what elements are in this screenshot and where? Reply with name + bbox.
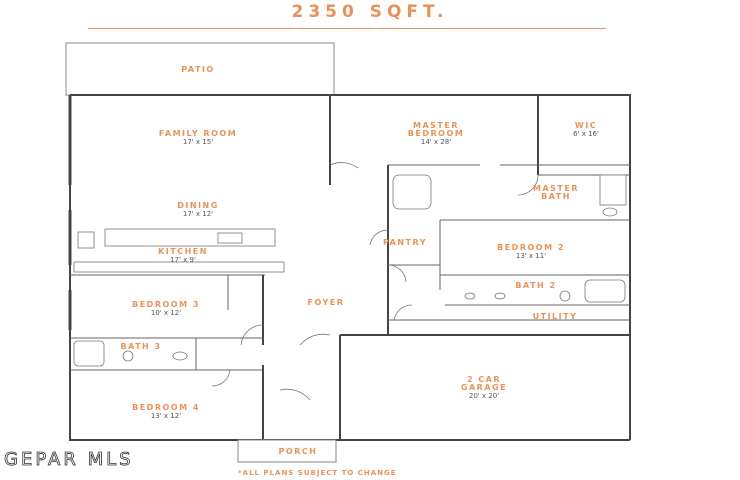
utility-label: UTILITY xyxy=(533,312,578,321)
plan-title: 2350 SQFT. xyxy=(291,2,449,22)
disclaimer-note: *ALL PLANS SUBJECT TO CHANGE xyxy=(238,469,397,477)
garage-label-line2: GARAGE xyxy=(461,383,507,392)
bedroom-4-label: BEDROOM 4 xyxy=(132,403,200,412)
patio-outline xyxy=(65,42,335,96)
dining-label: DINING xyxy=(177,201,219,210)
kitchen-counters xyxy=(73,228,285,273)
porch-outline xyxy=(237,439,337,463)
family-room-label: FAMILY ROOM xyxy=(159,129,237,138)
bedroom-3-label: BEDROOM 3 xyxy=(132,300,200,309)
kitchen-label: KITCHEN xyxy=(158,247,208,256)
patio-label: PATIO xyxy=(181,65,214,74)
kitchen-dim: 17' x 9' xyxy=(170,256,196,264)
interior-walls xyxy=(70,95,630,440)
wic-dim: 6' x 16' xyxy=(573,130,599,138)
porch-label: PORCH xyxy=(279,447,318,456)
bedroom-4-dim: 13' x 12' xyxy=(151,412,181,420)
bath-2-label: BATH 2 xyxy=(515,281,556,290)
dining-dim: 17' x 12' xyxy=(183,210,213,218)
title-divider xyxy=(88,28,606,29)
garage-dim: 20' x 20' xyxy=(469,392,499,400)
bedroom-2-label: BEDROOM 2 xyxy=(497,243,565,252)
master-bath-label-line1: MASTER xyxy=(533,184,579,193)
master-bedroom-label-line2: BEDROOM xyxy=(408,129,464,138)
mls-watermark: GEPAR MLS xyxy=(4,449,134,470)
door-swings xyxy=(211,162,539,401)
family-room-dim: 17' x 15' xyxy=(183,138,213,146)
master-bath-label-line2: BATH xyxy=(541,192,571,201)
bath-3-label: BATH 3 xyxy=(120,342,161,351)
bath-fixtures xyxy=(73,174,627,367)
bedroom-3-dim: 10' x 12' xyxy=(151,309,181,317)
master-bedroom-label-line1: MASTER xyxy=(413,121,459,130)
garage-label-line1: 2 CAR xyxy=(467,375,501,384)
room-labels: PATIO FAMILY ROOM 17' x 15' DINING 17' x… xyxy=(120,65,599,456)
foyer-label: FOYER xyxy=(308,298,345,307)
pantry-label: PANTRY xyxy=(383,238,427,247)
master-bedroom-dim: 14' x 28' xyxy=(421,138,451,146)
bedroom-2-dim: 13' x 11' xyxy=(516,252,546,260)
wic-label: WIC xyxy=(575,121,597,130)
